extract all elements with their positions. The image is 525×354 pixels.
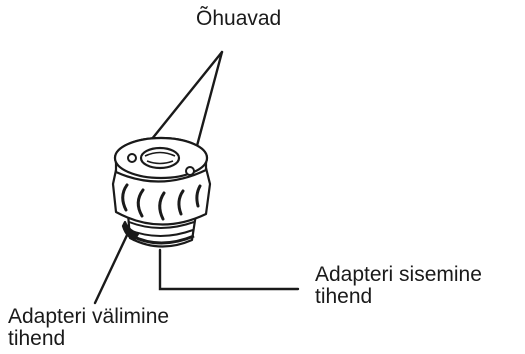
air-hole-right [185,166,195,176]
knurl-grooves [121,183,202,221]
label-air-holes: Õhuavad [196,7,282,30]
label-outer-seal-line-1: Adapteri välimine [8,305,170,328]
label-outer-seal-line-2: tihend [8,327,66,350]
label-inner-seal-line-1: Adapteri sisemine [315,263,482,286]
label-outer-seal: Adapteri välimine tihend [8,306,169,350]
air-hole-left [127,153,137,163]
adapter-body [111,136,212,248]
label-inner-seal-line-2: tihend [315,285,373,308]
center-hole [139,146,181,170]
label-inner-seal: Adapteri sisemine tihend [315,264,482,308]
callout-line-inner-seal [158,248,300,291]
callout-line-outer-seal [93,231,130,305]
